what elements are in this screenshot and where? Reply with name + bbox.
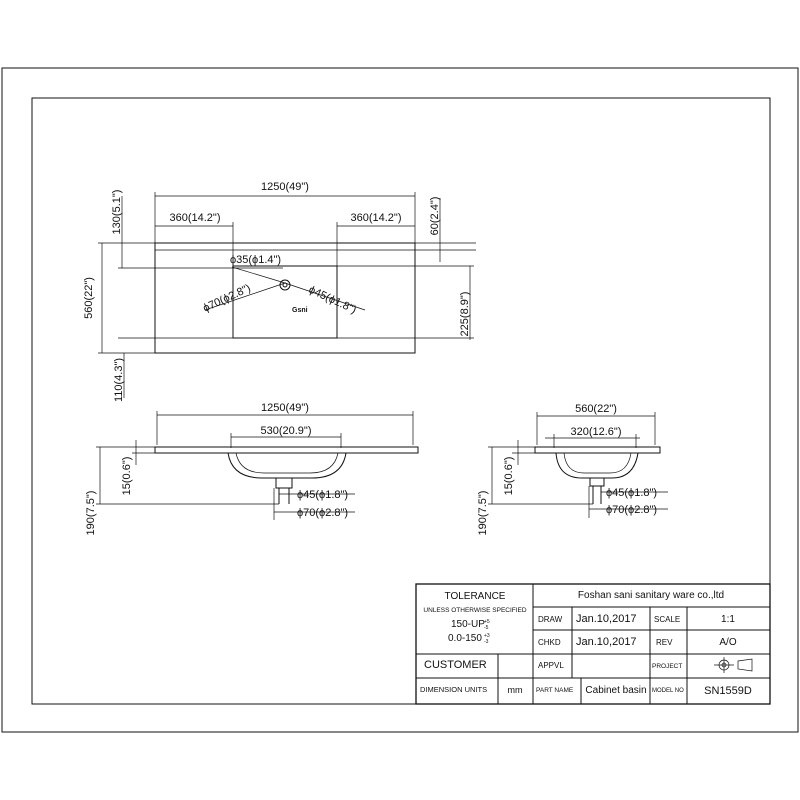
dim-side-rim-thickness: 15(0.6"): [503, 457, 515, 496]
projection-symbol-icon: [714, 657, 753, 673]
front-view: 1250(49") 530(20.9") ϕ45(ϕ1.8") ϕ70(ϕ2.8…: [85, 402, 419, 536]
top-view: Gsni 1250(49") 360(14.2") 360(14.2") 130…: [83, 181, 476, 402]
tol-line1-sub: -5: [484, 625, 489, 631]
tol-line2-sup: +3: [484, 633, 490, 639]
dim-side-height: 190(7.5"): [477, 491, 489, 536]
outer-frame: [1, 67, 799, 733]
title-block: TOLERANCE UNLESS OTHERWISE SPECIFIED 150…: [415, 583, 771, 705]
side-view: 560(22") 320(12.6") ϕ45(ϕ1.8") ϕ70(ϕ2.8"…: [477, 403, 668, 535]
tol-line2-sub: -3: [484, 639, 489, 645]
dim-drain-hole: ϕ45(ϕ1.8"): [307, 284, 358, 316]
part-name-value: Cabinet basin: [585, 685, 646, 696]
unless-label: UNLESS OTHERWISE SPECIFIED: [423, 607, 526, 614]
dim-front-drain-small: ϕ45(ϕ1.8"): [297, 489, 348, 501]
scale-label: SCALE: [654, 615, 680, 624]
tol-line1: 150-UP: [451, 619, 485, 630]
front-view-bowl: [227, 452, 347, 479]
chkd-value: Jan.10,2017: [576, 636, 637, 648]
rev-value: A/O: [719, 637, 736, 648]
front-view-slab: [154, 446, 419, 454]
dim-top-bowl-depth: 225(8.9"): [459, 292, 471, 337]
side-view-slab: [534, 446, 661, 454]
dim-top-overall-width: 1250(49"): [261, 181, 309, 193]
side-drain-fitting: [589, 477, 605, 487]
faucet-hole: [279, 279, 291, 291]
dim-side-drain-large: ϕ70(ϕ2.8"): [606, 504, 657, 516]
front-drain-fitting: [275, 477, 293, 489]
dim-top-front-offset: 110(4.3"): [113, 358, 125, 402]
dim-front-bowl-width: 530(20.9"): [261, 425, 312, 437]
scale-value: 1:1: [721, 614, 735, 625]
top-view-bowl: [232, 265, 338, 339]
customer-label: CUSTOMER: [424, 659, 487, 671]
dim-faucet-hole: ϕ35(ϕ1.4"): [230, 254, 281, 266]
dim-overflow-hole: ϕ70(ϕ2.8"): [201, 282, 252, 314]
model-no-label: MODEL NO: [652, 688, 684, 694]
chkd-label: CHKD: [538, 638, 561, 647]
model-no-value: SN1559D: [704, 685, 752, 697]
dim-top-depth: 560(22"): [83, 277, 95, 319]
dim-top-right-offset: 360(14.2"): [351, 212, 402, 224]
dimension-units-label: DIMENSION UNITS: [420, 685, 487, 694]
dim-front-overall-width: 1250(49"): [261, 402, 309, 414]
draw-value: Jan.10,2017: [576, 613, 637, 625]
appvl-label: APPVL: [538, 661, 564, 670]
dim-top-right-vertical: 60(2.4"): [429, 197, 441, 236]
project-label: PROJECT: [652, 663, 682, 670]
part-name-label: PART NAME: [536, 687, 574, 694]
dimension-units-value: mm: [508, 685, 523, 695]
dim-top-left-offset: 360(14.2"): [170, 212, 221, 224]
tolerance-label: TOLERANCE: [445, 591, 506, 602]
top-view-outline: [154, 242, 416, 354]
dim-side-bowl-width: 320(12.6"): [571, 426, 622, 438]
tol-line1-sup: +5: [484, 619, 490, 625]
rev-label: REV: [656, 638, 673, 647]
dim-side-overall-width: 560(22"): [575, 403, 617, 415]
brand-logo: Gsni: [292, 307, 308, 314]
dim-top-left-vertical: 130(5.1"): [111, 190, 123, 235]
dim-front-rim-thickness: 15(0.6"): [121, 457, 133, 496]
draw-label: DRAW: [538, 615, 563, 624]
dim-front-drain-large: ϕ70(ϕ2.8"): [297, 507, 348, 519]
inner-frame: [31, 97, 771, 705]
tol-line2: 0.0-150: [448, 633, 482, 644]
company-name: Foshan sani sanitary ware co.,ltd: [578, 590, 724, 601]
dim-side-drain-small: ϕ45(ϕ1.8"): [606, 487, 657, 499]
dim-front-height: 190(7.5"): [85, 491, 97, 536]
